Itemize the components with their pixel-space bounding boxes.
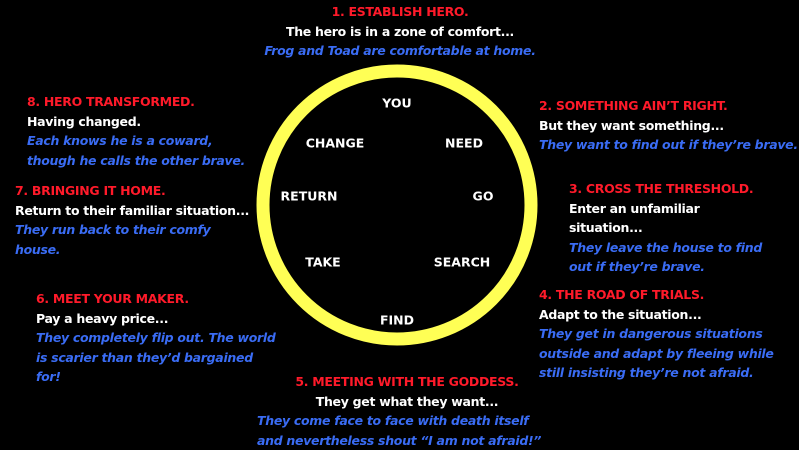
stage-title: 3. CROSS THE THRESHOLD.	[569, 181, 754, 196]
stage-subtitle: Having changed.	[27, 113, 141, 129]
stage-example: They completely flip out. The world is s…	[36, 330, 276, 384]
stage-subtitle: But they want something...	[539, 117, 724, 133]
story-circle-ring	[256, 64, 538, 346]
circle-word-return: RETURN	[280, 188, 338, 204]
stage-title: 8. HERO TRANSFORMED.	[27, 94, 195, 109]
stage-title: 7. BRINGING IT HOME.	[15, 183, 166, 198]
stage-1: 1. ESTABLISH HERO. The hero is in a zone…	[250, 2, 550, 61]
stage-example: Each knows he is a coward, though he cal…	[27, 133, 245, 168]
stage-example: They come face to face with death itself…	[257, 413, 542, 448]
circle-word-need: NEED	[445, 135, 483, 151]
stage-5: 5. MEETING WITH THE GODDESS. They get wh…	[257, 372, 557, 450]
stage-subtitle: They get what they want...	[315, 393, 499, 409]
stage-example: They get in dangerous situations outside…	[539, 326, 774, 380]
stage-subtitle: The hero is in a zone of comfort...	[285, 23, 515, 39]
stage-title: 6. MEET YOUR MAKER.	[36, 291, 189, 306]
stage-4: 4. THE ROAD OF TRIALS. Adapt to the situ…	[539, 285, 774, 383]
stage-example: They leave the house to find out if they…	[569, 239, 763, 275]
stage-7: 7. BRINGING IT HOME. Return to their fam…	[15, 181, 255, 259]
stage-title: 5. MEETING WITH THE GODDESS.	[295, 374, 519, 389]
stage-title: 2. SOMETHING AIN’T RIGHT.	[539, 98, 728, 113]
circle-word-find: FIND	[379, 312, 415, 328]
stage-subtitle: Adapt to the situation...	[539, 306, 702, 322]
stage-2: 2. SOMETHING AIN’T RIGHT. But they want …	[539, 96, 799, 155]
stage-example: They want to find out if they’re brave.	[539, 137, 798, 152]
stage-subtitle: Return to their familiar situation...	[15, 202, 250, 218]
circle-word-take: TAKE	[305, 254, 341, 270]
circle-word-change: CHANGE	[305, 135, 365, 151]
stage-title: 1. ESTABLISH HERO.	[331, 4, 469, 19]
stage-3: 3. CROSS THE THRESHOLD. Enter an unfamil…	[569, 179, 769, 277]
stage-8: 8. HERO TRANSFORMED. Having changed. Eac…	[27, 92, 257, 170]
circle-word-go: GO	[472, 188, 494, 204]
stage-example: Frog and Toad are comfortable at home.	[264, 43, 536, 58]
stage-6: 6. MEET YOUR MAKER. Pay a heavy price...…	[36, 289, 281, 387]
stage-title: 4. THE ROAD OF TRIALS.	[539, 287, 705, 302]
circle-word-search: SEARCH	[433, 254, 491, 270]
stage-subtitle: Enter an unfamiliar situation...	[569, 200, 700, 236]
stage-example: They run back to their comfy house.	[15, 222, 211, 257]
circle-word-you: YOU	[382, 95, 412, 111]
stage-subtitle: Pay a heavy price...	[36, 310, 169, 326]
